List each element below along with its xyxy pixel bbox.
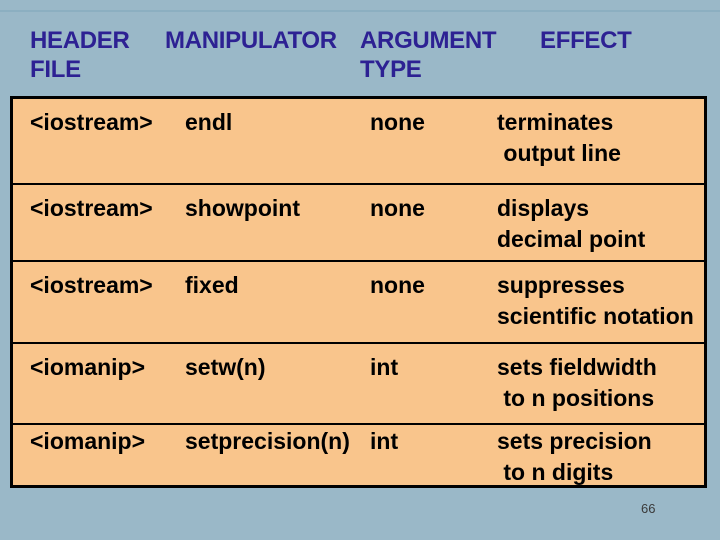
cell-effect: sets precision to n digits (497, 428, 652, 485)
cell-effect: displays decimal point (497, 195, 646, 252)
page-number: 66 (641, 501, 656, 516)
cell-header-file: <iostream> (30, 272, 153, 298)
column-header-argument-type: ARGUMENT TYPE (360, 27, 497, 83)
cell-effect: suppresses scientific notation (497, 272, 694, 329)
cell-argument-type: none (370, 272, 425, 298)
cell-header-file: <iomanip> (30, 428, 146, 454)
cell-effect: terminates output line (497, 109, 621, 166)
table-row: <iostream> endl none terminates output l… (13, 99, 704, 183)
cell-manipulator: showpoint (185, 195, 300, 221)
cell-effect: sets fieldwidth to n positions (497, 354, 657, 411)
cell-argument-type: int (370, 354, 399, 380)
cell-argument-type: none (370, 195, 425, 221)
cell-manipulator: fixed (185, 272, 239, 298)
cell-manipulator: endl (185, 109, 233, 135)
cell-argument-type: int (370, 428, 399, 454)
top-edge-line (0, 10, 720, 12)
table-row: <iomanip> setw(n) int sets fieldwidth to… (13, 342, 704, 423)
cell-header-file: <iomanip> (30, 354, 146, 380)
manipulators-table: <iostream> endl none terminates output l… (10, 96, 707, 488)
table-row: <iostream> showpoint none displays decim… (13, 183, 704, 260)
cell-manipulator: setw(n) (185, 354, 266, 380)
cell-argument-type: none (370, 109, 425, 135)
column-header-header-file: HEADER FILE (30, 27, 130, 83)
table-row: <iostream> fixed none suppresses scienti… (13, 260, 704, 342)
cell-header-file: <iostream> (30, 195, 153, 221)
column-header-effect: EFFECT (540, 27, 632, 54)
cell-manipulator: setprecision(n) (185, 428, 350, 454)
cell-header-file: <iostream> (30, 109, 153, 135)
table-row: <iomanip> setprecision(n) int sets preci… (13, 423, 704, 485)
column-header-manipulator: MANIPULATOR (165, 27, 337, 54)
